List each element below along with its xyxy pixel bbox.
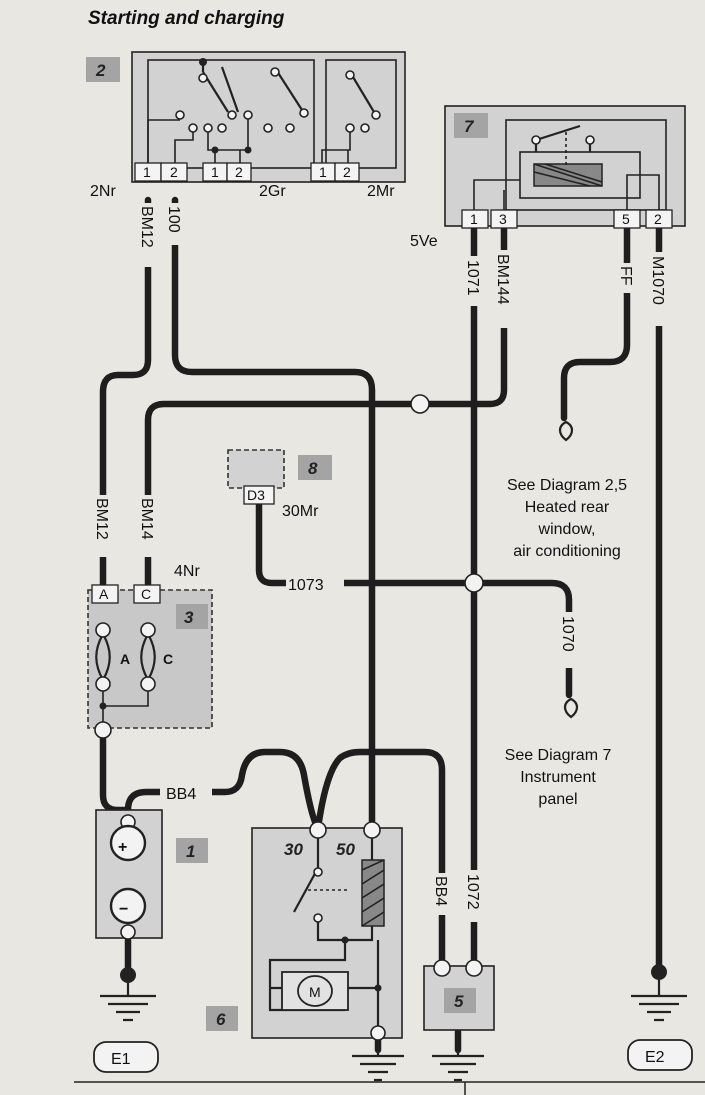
wire-bb4-right — [314, 748, 446, 970]
svg-text:2Gr: 2Gr — [259, 183, 286, 200]
svg-text:2Mr: 2Mr — [367, 183, 395, 200]
label-bm144: BM144 — [494, 254, 511, 305]
splice-lower — [464, 573, 484, 593]
svg-text:A: A — [120, 651, 130, 667]
label-bb4-right: BB4 — [432, 876, 449, 906]
wire-fuse-out — [99, 728, 132, 824]
svg-text:air conditioning: air conditioning — [513, 543, 621, 560]
svg-text:2: 2 — [343, 164, 351, 180]
component-7-relay: 7 1 3 5 2 5Ve — [410, 105, 686, 250]
component-8: D3 8 30Mr — [227, 449, 332, 520]
svg-text:6: 6 — [216, 1010, 226, 1029]
svg-text:1: 1 — [211, 164, 219, 180]
label-bm14: BM14 — [138, 498, 155, 540]
label-100: 100 — [165, 206, 182, 233]
label-1070: 1070 — [559, 616, 576, 652]
wire-bb4 — [124, 748, 322, 832]
svg-text:C: C — [163, 651, 173, 667]
svg-text:A: A — [99, 586, 109, 602]
wire-bm12 — [99, 196, 152, 589]
svg-text:3: 3 — [499, 211, 507, 227]
label-bm12-mid: BM12 — [93, 498, 110, 540]
svg-text:30Mr: 30Mr — [282, 503, 319, 520]
wire-break-1070 — [563, 697, 579, 719]
label-bm12-top: BM12 — [138, 206, 155, 248]
wire-bm144 — [416, 224, 508, 408]
solenoid-coil — [361, 859, 385, 927]
splice-upper — [410, 394, 430, 414]
wire-100 — [171, 196, 376, 832]
wire-1070 — [470, 579, 573, 699]
svg-text:2: 2 — [235, 164, 243, 180]
svg-text:window,: window, — [538, 521, 596, 538]
svg-text:1: 1 — [143, 164, 151, 180]
earth-e2: E2 — [627, 964, 693, 1071]
earth-e1: E1 — [93, 967, 159, 1073]
svg-text:E2: E2 — [645, 1049, 665, 1066]
svg-text:4Nr: 4Nr — [174, 563, 200, 580]
earth-comp5 — [432, 1050, 484, 1082]
svg-text:−: − — [119, 901, 128, 918]
svg-text:2: 2 — [170, 164, 178, 180]
svg-text:D3: D3 — [247, 487, 265, 503]
svg-text:See Diagram 7: See Diagram 7 — [505, 747, 612, 764]
component-6-starter-motor: 30 50 M 6 — [206, 821, 403, 1041]
svg-text:2Nr: 2Nr — [90, 183, 116, 200]
svg-text:30: 30 — [284, 840, 303, 859]
wire-break-ff — [558, 420, 574, 442]
component-3-fuse-box: A C 4Nr 3 A C — [87, 563, 213, 739]
battery-minus-terminal — [109, 887, 147, 925]
svg-text:3: 3 — [184, 608, 194, 627]
svg-text:1: 1 — [319, 164, 327, 180]
svg-text:8: 8 — [308, 459, 318, 478]
svg-text:1: 1 — [470, 211, 478, 227]
svg-text:2: 2 — [95, 61, 106, 80]
svg-text:Instrument: Instrument — [520, 769, 596, 786]
bottom-rule — [74, 1081, 705, 1095]
wire-1073 — [255, 501, 478, 587]
label-bb4-left: BB4 — [166, 786, 196, 803]
svg-text:7: 7 — [464, 117, 475, 136]
component-2-ignition-switch: 2 1 2 1 2 1 2 — [86, 51, 406, 200]
svg-text:50: 50 — [336, 840, 355, 859]
battery-plus-terminal — [109, 824, 147, 862]
diagram-title: Starting and charging — [88, 8, 285, 29]
svg-text:Heated rear: Heated rear — [525, 499, 610, 516]
component-5: 5 — [423, 959, 495, 1031]
svg-text:1: 1 — [186, 842, 195, 861]
label-ff: FF — [617, 266, 634, 286]
svg-text:panel: panel — [538, 791, 577, 808]
wires — [99, 196, 663, 1054]
wire-labels: BM12 100 1071 BM144 FF M1070 BM12 BM14 1… — [93, 203, 670, 922]
label-1071: 1071 — [464, 260, 481, 296]
component-1-battery: + − 1 — [95, 809, 208, 940]
label-1073: 1073 — [288, 577, 324, 594]
svg-text:5: 5 — [622, 211, 630, 227]
label-1072: 1072 — [464, 874, 481, 910]
note-diagram-7: See Diagram 7 Instrument panel — [505, 747, 612, 808]
svg-text:5Ve: 5Ve — [410, 233, 438, 250]
svg-text:+: + — [118, 839, 127, 856]
wire-ff — [560, 224, 631, 422]
wire-bm14 — [144, 400, 424, 589]
svg-text:M: M — [309, 984, 321, 1000]
label-m1070: M1070 — [649, 256, 666, 305]
svg-text:2: 2 — [654, 211, 662, 227]
earth-starter — [352, 1050, 404, 1082]
svg-text:See Diagram 2,5: See Diagram 2,5 — [507, 477, 627, 494]
svg-text:C: C — [141, 586, 151, 602]
svg-text:5: 5 — [454, 992, 464, 1011]
svg-text:E1: E1 — [111, 1051, 131, 1068]
note-diagram-2-5: See Diagram 2,5 Heated rear window, air … — [507, 477, 627, 560]
